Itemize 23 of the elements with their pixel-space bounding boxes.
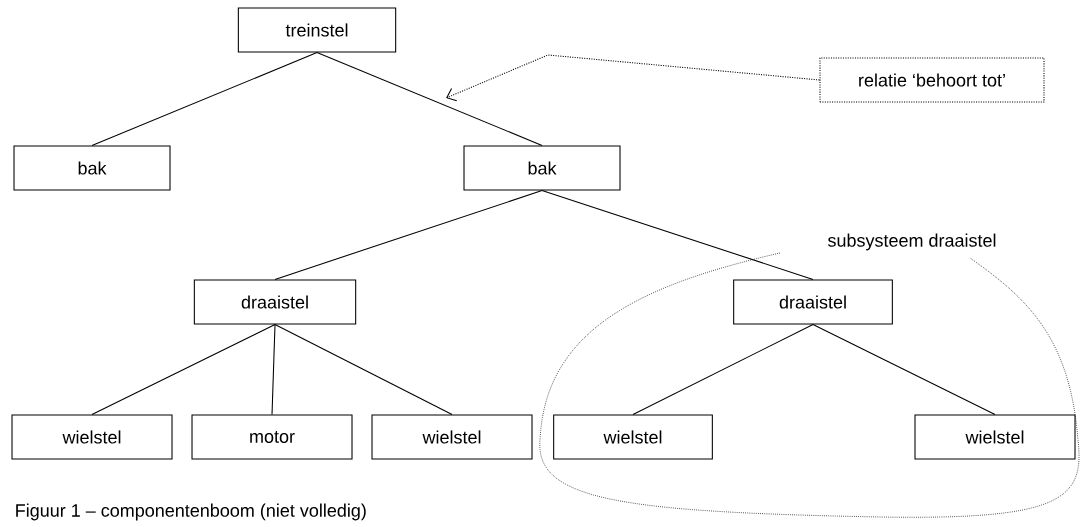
component-box: motor (191, 414, 353, 460)
component-box: treinstel (237, 7, 397, 53)
callout-box: relatie ‘behoort tot’ (819, 57, 1045, 103)
component-box: wielstel (11, 414, 173, 460)
component-box: draaistel (193, 279, 357, 325)
figure-caption: Figuur 1 – componentenboom (niet volledig) (16, 503, 366, 521)
connector-line (91, 52, 318, 146)
connector-line (541, 190, 814, 280)
component-box: bak (13, 145, 171, 191)
component-box: wielstel (553, 414, 713, 460)
connector-line (316, 52, 543, 146)
component-box: bak (463, 145, 621, 191)
outline-label: subsysteem draaistel (827, 233, 996, 251)
connector-line (274, 190, 543, 280)
connector-line (274, 324, 453, 415)
component-box: draaistel (733, 279, 893, 325)
connector-line (632, 324, 814, 415)
leader-arrow (446, 54, 820, 102)
component-box: wielstel (914, 414, 1076, 460)
connector-line (812, 324, 996, 415)
connector-line (91, 324, 276, 415)
connector-line (271, 324, 276, 415)
component-box: wielstel (371, 414, 533, 460)
